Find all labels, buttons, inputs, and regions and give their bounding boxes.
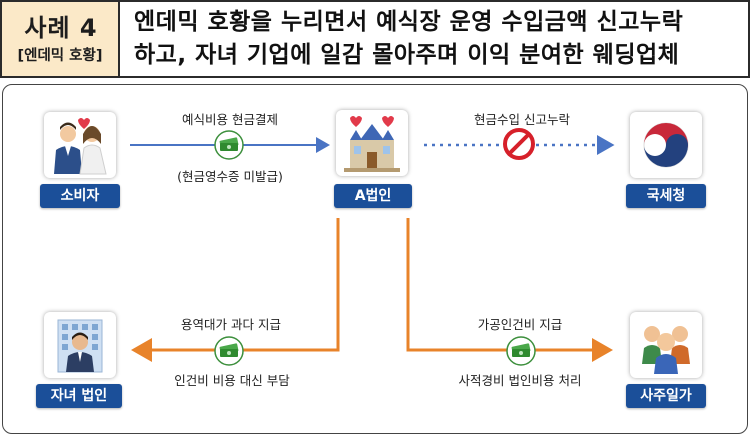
case-badge: 사례 4 [엔데믹 호황] [2, 2, 120, 76]
case-title-line-2: 하고, 자녀 기업에 일감 몰아주며 이익 분여한 웨딩업체 [134, 42, 680, 68]
flow-a-to-nts: 현금수입 신고누락 [474, 112, 570, 127]
flow-a-to-child-top: 용역대가 과다 지급 [181, 317, 281, 332]
child-company-label: 자녀 법인 [36, 384, 122, 408]
owner-family-label: 사주일가 [626, 384, 706, 408]
case-tag: [엔데믹 호황] [17, 48, 103, 64]
flow-consumer-to-a-bottom: (현금영수증 미발급) [177, 169, 283, 184]
wedding-hall-icon [336, 110, 408, 176]
case-header: 사례 4 [엔데믹 호황] 엔데믹 호황을 누리면서 예식장 운영 수입금액 신… [0, 0, 750, 78]
flow-a-to-child-bottom: 인건비 비용 대신 부담 [174, 373, 290, 388]
consumer-icon [44, 112, 116, 178]
nts-emblem-icon [630, 112, 702, 178]
money-icon [214, 130, 244, 160]
flow-a-to-owner-top: 가공인건비 지급 [477, 317, 563, 332]
case-number: 사례 4 [24, 14, 98, 42]
child-company-icon [44, 312, 116, 378]
consumer-label: 소비자 [40, 184, 120, 208]
arrow-a-to-child [131, 218, 340, 362]
case-title: 엔데믹 호황을 누리면서 예식장 운영 수입금액 신고누락 하고, 자녀 기업에… [134, 6, 744, 72]
prohibited-icon [502, 127, 536, 161]
flow-consumer-to-a-top: 예식비용 현금결제 [182, 112, 278, 127]
money-icon [214, 336, 244, 366]
nts-label: 국세청 [626, 184, 706, 208]
case-title-line-1: 엔데믹 호황을 누리면서 예식장 운영 수입금액 신고누락 [134, 9, 684, 35]
owner-family-icon [630, 312, 702, 378]
company-a-label: A법인 [334, 184, 412, 208]
arrow-a-to-owner [406, 218, 613, 362]
flow-a-to-owner-bottom: 사적경비 법인비용 처리 [458, 373, 582, 388]
money-icon [506, 336, 536, 366]
